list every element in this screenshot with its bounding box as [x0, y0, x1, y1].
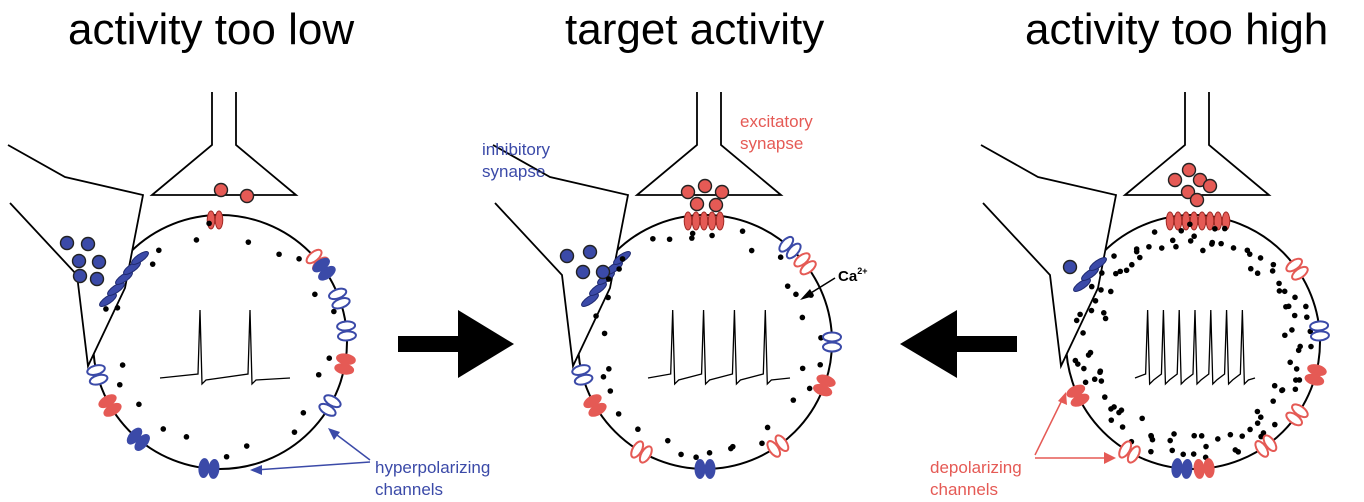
- spike-trace-high: [1134, 309, 1256, 386]
- hyperpolarizing-label-line1: hyperpolarizing: [375, 458, 490, 477]
- ion-channel: [1285, 403, 1309, 427]
- panel-target-activity: [492, 92, 842, 479]
- ion-channel: [694, 459, 716, 479]
- inhibitory-vesicles: [1062, 259, 1078, 275]
- ion-channel: [86, 364, 109, 386]
- ion-channel: [318, 394, 342, 417]
- ion-channel: [1304, 364, 1327, 386]
- hyperpolarizing-pointer-arrows: [250, 428, 371, 475]
- excitatory-vesicles: [213, 182, 255, 204]
- ion-channel: [1254, 434, 1278, 458]
- inhibitory-receptors: [99, 251, 149, 307]
- depolarizing-label-line2: channels: [930, 480, 998, 499]
- ion-channel: [1066, 384, 1090, 407]
- title-activity-too-high: activity too high: [1025, 5, 1328, 54]
- ion-channel: [1309, 320, 1330, 342]
- spike-trace-low: [159, 309, 291, 386]
- ion-channel: [1118, 440, 1141, 464]
- calcium-ions: [593, 228, 824, 461]
- ion-channel: [98, 394, 122, 417]
- ion-channel: [766, 434, 790, 458]
- svg-text:Ca2+: Ca2+: [838, 266, 867, 285]
- calcium-pointer-arrow: [800, 277, 836, 300]
- excitatory-label-line2: synapse: [740, 134, 803, 153]
- excitatory-vesicles: [1167, 162, 1218, 208]
- ion-channel: [334, 353, 356, 375]
- depolarizing-pointer-arrows: [1034, 392, 1116, 464]
- ion-channel: [126, 427, 150, 451]
- inhibitory-label-line1: inhibitory: [482, 140, 551, 159]
- inhibitory-vesicles: [59, 235, 107, 287]
- ion-channel: [813, 374, 836, 397]
- inhibitory-receptors: [1073, 257, 1107, 292]
- title-activity-too-low: activity too low: [68, 5, 354, 54]
- calcium-label: Ca2+: [838, 266, 867, 285]
- ion-channel: [822, 331, 842, 353]
- excitatory-vesicles: [680, 178, 730, 213]
- ion-channel: [778, 235, 802, 260]
- excitatory-label-line1: excitatory: [740, 112, 813, 131]
- hyperpolarizing-label-line2: channels: [375, 480, 443, 499]
- ion-channel: [1285, 257, 1309, 281]
- ion-channel: [793, 252, 817, 276]
- arrow-low-to-target: [398, 310, 514, 378]
- panel-activity-too-low: [7, 92, 357, 479]
- ion-channel: [1171, 458, 1193, 479]
- inhibitory-presynaptic-terminal: [980, 144, 1118, 370]
- ion-channel: [630, 440, 653, 464]
- ion-channel: [571, 364, 594, 386]
- ion-channel: [1193, 458, 1215, 479]
- ion-channel: [312, 257, 336, 281]
- inhibitory-vesicles: [559, 244, 611, 280]
- inhibitory-label-line2: synapse: [482, 162, 545, 181]
- ion-channel: [336, 320, 357, 342]
- calcium-ions: [103, 220, 337, 460]
- title-target-activity: target activity: [565, 5, 824, 54]
- excitatory-presynaptic-terminal: [149, 92, 299, 196]
- calcium-ions: [1072, 221, 1314, 461]
- depolarizing-label-line1: depolarizing: [930, 458, 1022, 477]
- arrow-high-to-target: [900, 310, 1017, 378]
- panel-activity-too-high: [980, 92, 1330, 479]
- excitatory-receptors: [683, 211, 725, 231]
- spike-trace-target: [647, 309, 791, 386]
- ion-channel: [583, 394, 607, 417]
- ion-channel: [328, 287, 351, 310]
- excitatory-presynaptic-terminal: [634, 92, 784, 196]
- calcium-ions: [1085, 239, 1303, 443]
- ion-channel: [198, 458, 220, 479]
